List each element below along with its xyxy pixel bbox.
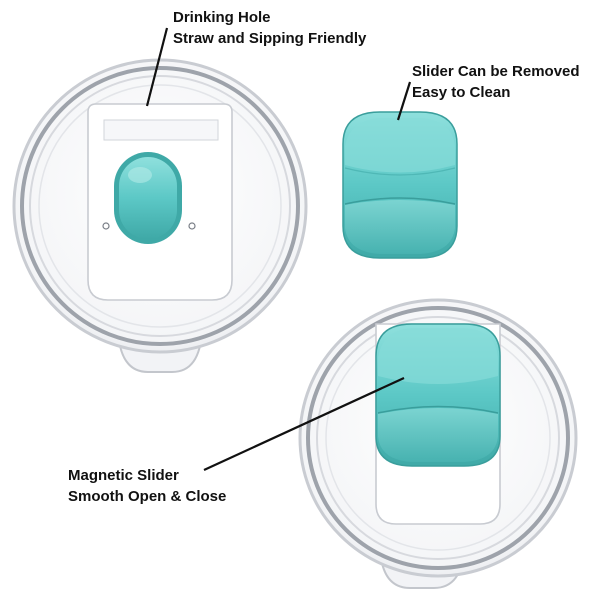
- leader-line-magnetic-slider: [203, 377, 405, 471]
- callout-magnetic-slider-subtitle: Smooth Open & Close: [68, 488, 227, 505]
- callout-slider-removable: Slider Can be Removed Easy to Clean: [412, 61, 580, 103]
- callout-slider-removable-subtitle: Easy to Clean: [412, 84, 511, 101]
- callout-drinking-hole: Drinking Hole Straw and Sipping Friendly: [173, 7, 366, 49]
- lid-closed-bottom-right: [298, 298, 578, 589]
- callout-slider-removable-title: Slider Can be Removed: [412, 63, 580, 80]
- callout-drinking-hole-subtitle: Straw and Sipping Friendly: [173, 30, 367, 47]
- leader-line-drinking-hole: [145, 27, 169, 107]
- callout-magnetic-slider-title: Magnetic Slider: [68, 467, 179, 484]
- pivot-hole-left: [102, 222, 110, 230]
- pivot-hole-right: [188, 222, 196, 230]
- leader-line-slider-removable: [396, 81, 412, 121]
- callout-magnetic-slider: Magnetic Slider Smooth Open & Close: [68, 465, 226, 507]
- callout-drinking-hole-title: Drinking Hole: [173, 9, 271, 26]
- lid-inner-ring: [20, 66, 300, 346]
- lid-inner-ring: [306, 306, 570, 570]
- lid-open-top-left: [12, 58, 308, 373]
- slider-removed: [342, 111, 458, 259]
